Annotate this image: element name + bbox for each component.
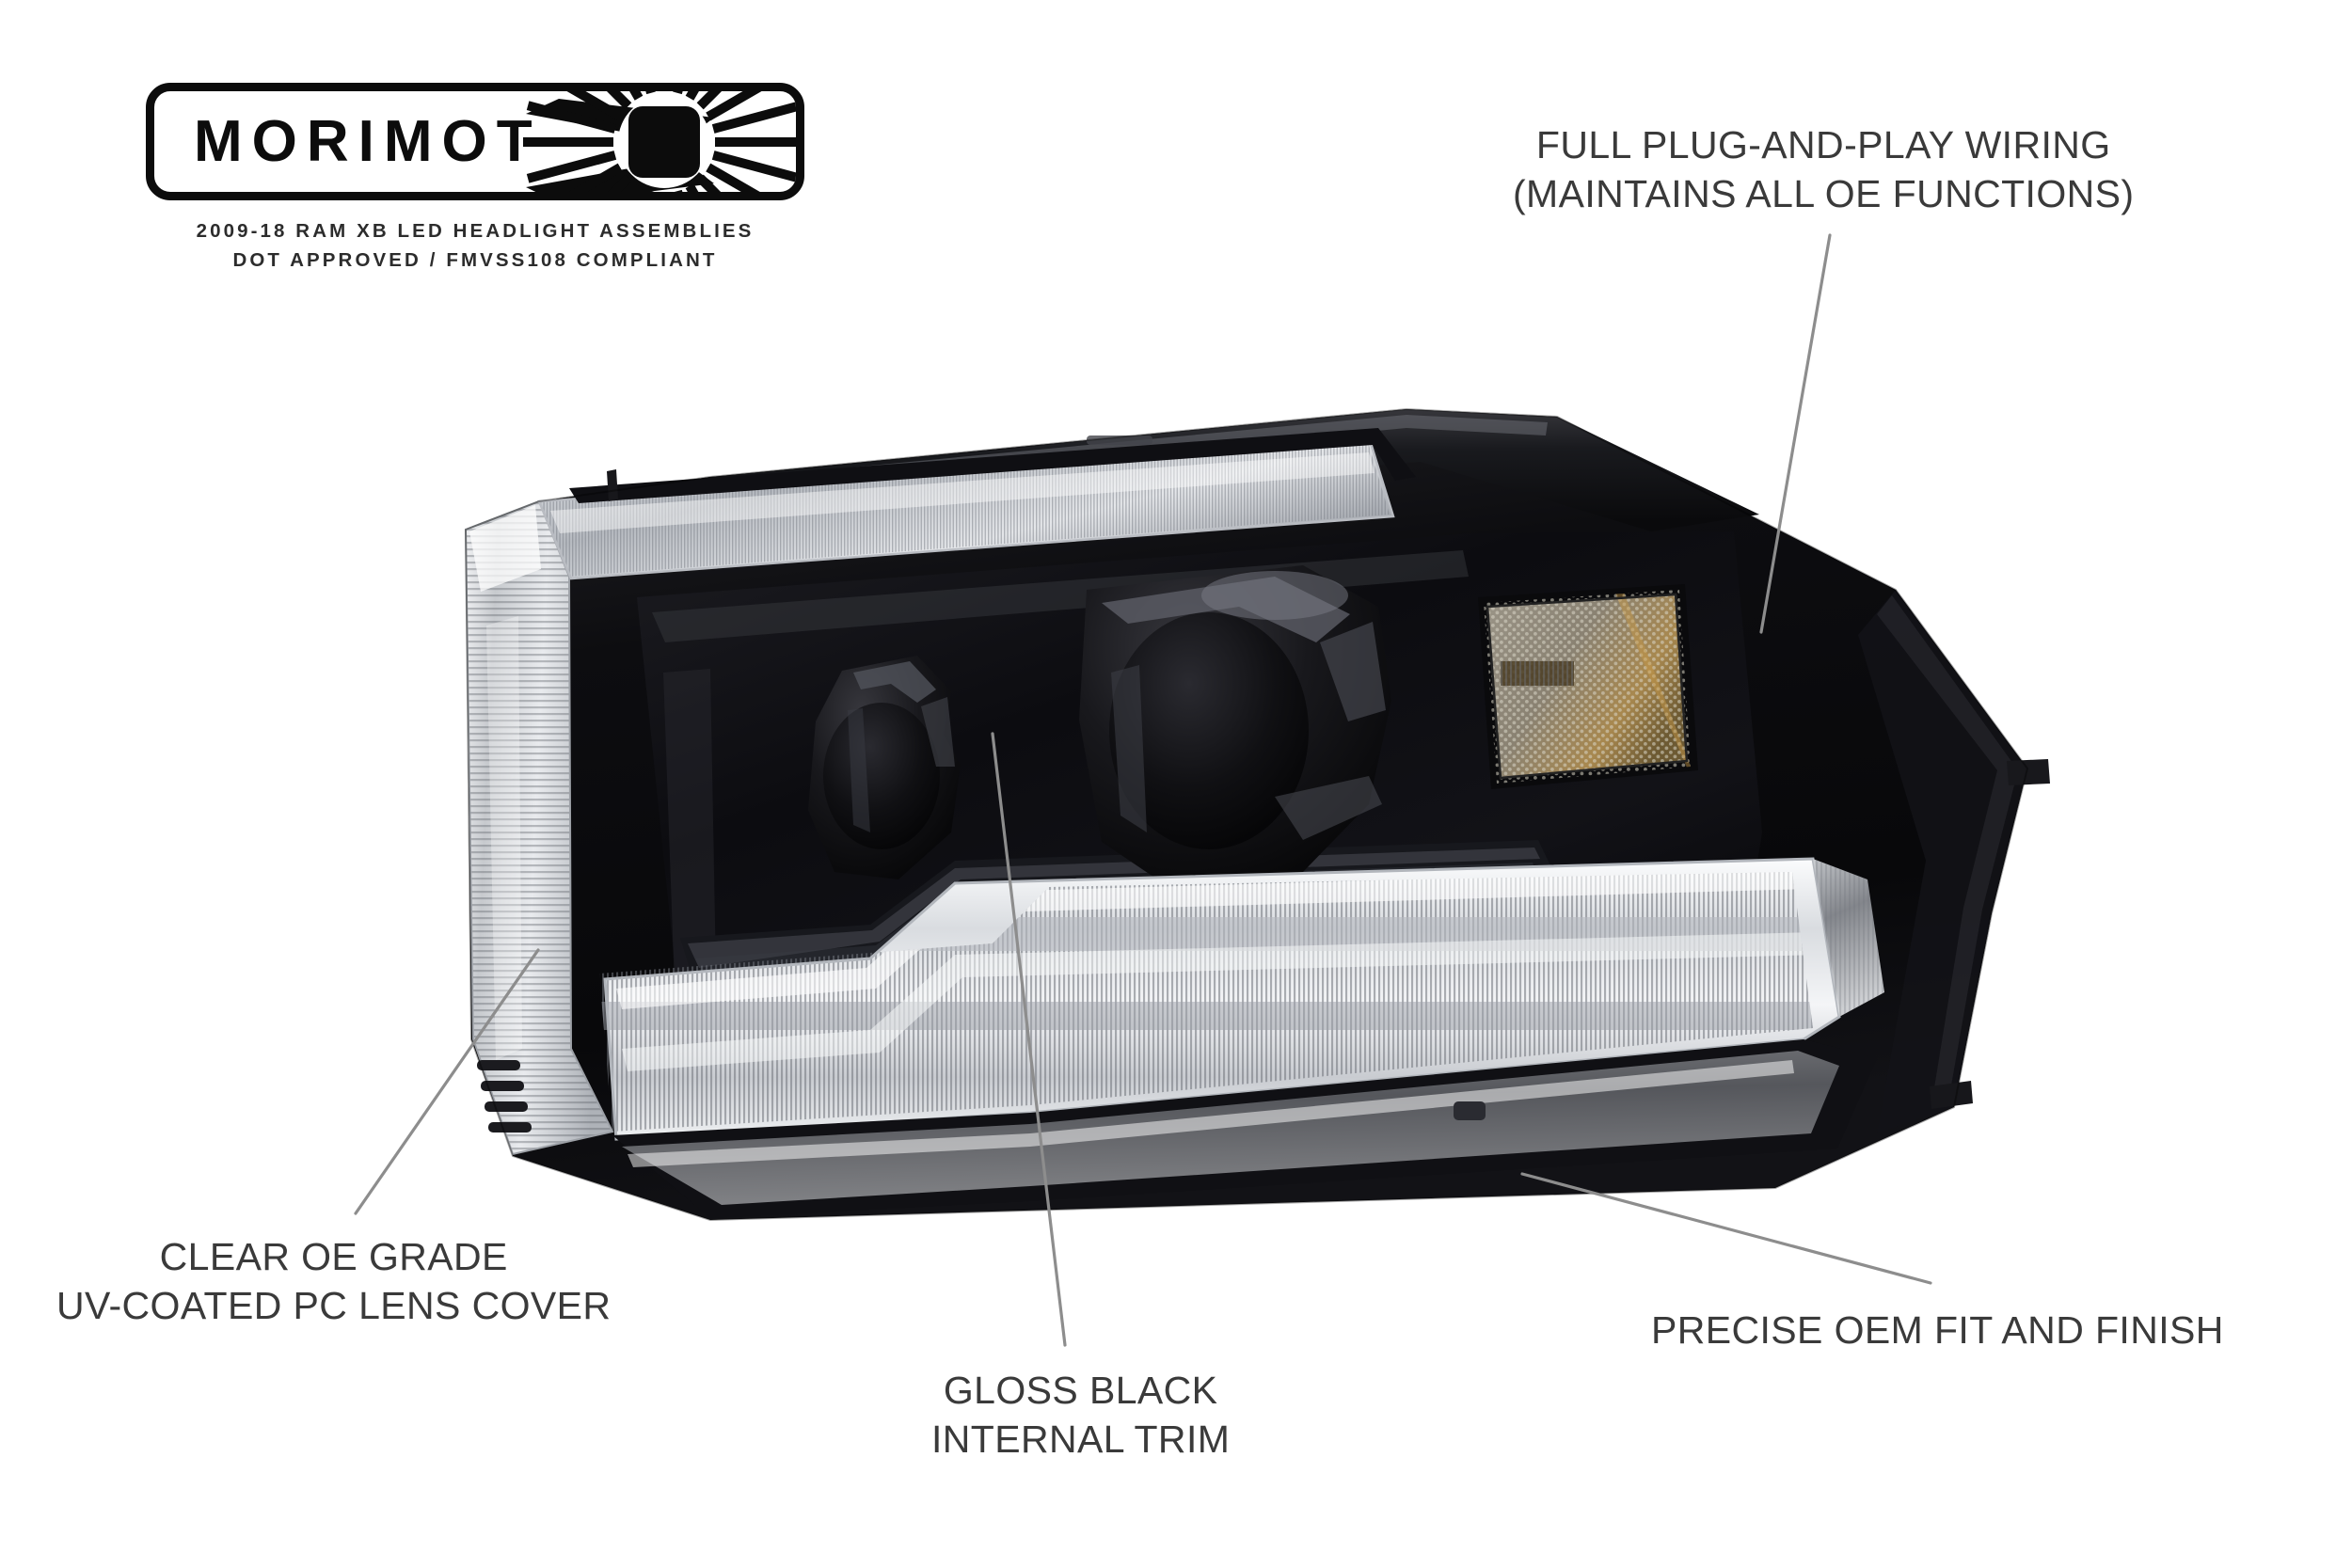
callout-clear-lens-cover: CLEAR OE GRADE UV-COATED PC LENS COVER (56, 1232, 611, 1331)
callout-wiring-line-1: FULL PLUG-AND-PLAY WIRING (1535, 123, 2111, 166)
subtitle-line-1: 2009-18 RAM XB LED HEADLIGHT ASSEMBLIES (196, 220, 755, 242)
callout-fit-line-1: PRECISE OEM FIT AND FINISH (1651, 1308, 2224, 1352)
callout-lens-line-1: CLEAR OE GRADE (159, 1235, 508, 1278)
product-subtitle: 2009-18 RAM XB LED HEADLIGHT ASSEMBLIES … (146, 217, 804, 276)
lower-mounting-tab (1930, 1081, 1973, 1109)
amber-turn-signal-reflector (1478, 584, 1698, 789)
callout-trim-line-2: INTERNAL TRIM (931, 1418, 1231, 1462)
callout-wiring-line-2: (MAINTAINS ALL OE FUNCTIONS) (1513, 172, 2135, 216)
logo-wordmark: MORIMOT (194, 108, 542, 174)
callout-trim-line-1: GLOSS BLACK (943, 1369, 1218, 1412)
callout-plug-and-play-wiring: FULL PLUG-AND-PLAY WIRING (MAINTAINS ALL… (1513, 120, 2134, 219)
side-mounting-stud (2007, 759, 2050, 785)
bottom-lens-lip (612, 1039, 1877, 1218)
brand-logo-block: MORIMOT (146, 83, 804, 276)
bi-led-projector-left (808, 656, 961, 879)
callout-lens-line-2: UV-COATED PC LENS COVER (56, 1284, 612, 1328)
callout-gloss-black-trim: GLOSS BLACK INTERNAL TRIM (931, 1366, 1230, 1465)
mounting-tab (607, 469, 618, 501)
callout-oem-fit-and-finish: PRECISE OEM FIT AND FINISH (1651, 1306, 2224, 1354)
morimoto-logo-badge: MORIMOT (146, 83, 804, 200)
bi-led-projector-right (1079, 565, 1391, 889)
product-headlight-image (428, 390, 2131, 1237)
rising-sun-icon (523, 91, 796, 192)
subtitle-line-2: DOT APPROVED / FMVSS108 COMPLIANT (232, 248, 718, 271)
